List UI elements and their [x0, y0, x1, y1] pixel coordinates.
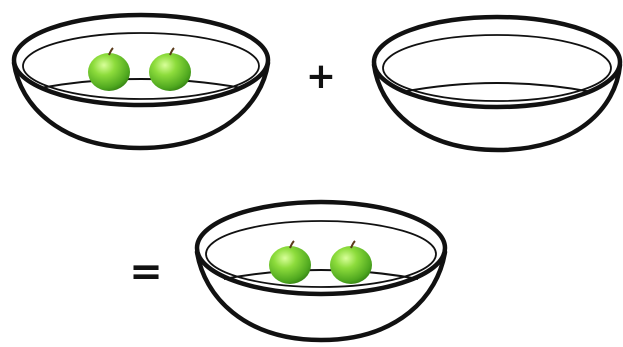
apple-group-sum — [269, 240, 372, 284]
equals-operator: = — [129, 249, 163, 295]
plus-operator: + — [306, 56, 336, 97]
apple-icon — [149, 47, 191, 91]
bowl-second-addend — [371, 14, 623, 153]
bowl-sum — [194, 199, 448, 343]
apple-icon — [269, 240, 311, 284]
bowl-first-addend — [11, 12, 271, 151]
apple-group-first-addend — [88, 47, 191, 91]
apple-icon — [88, 47, 130, 91]
apple-icon — [330, 240, 372, 284]
